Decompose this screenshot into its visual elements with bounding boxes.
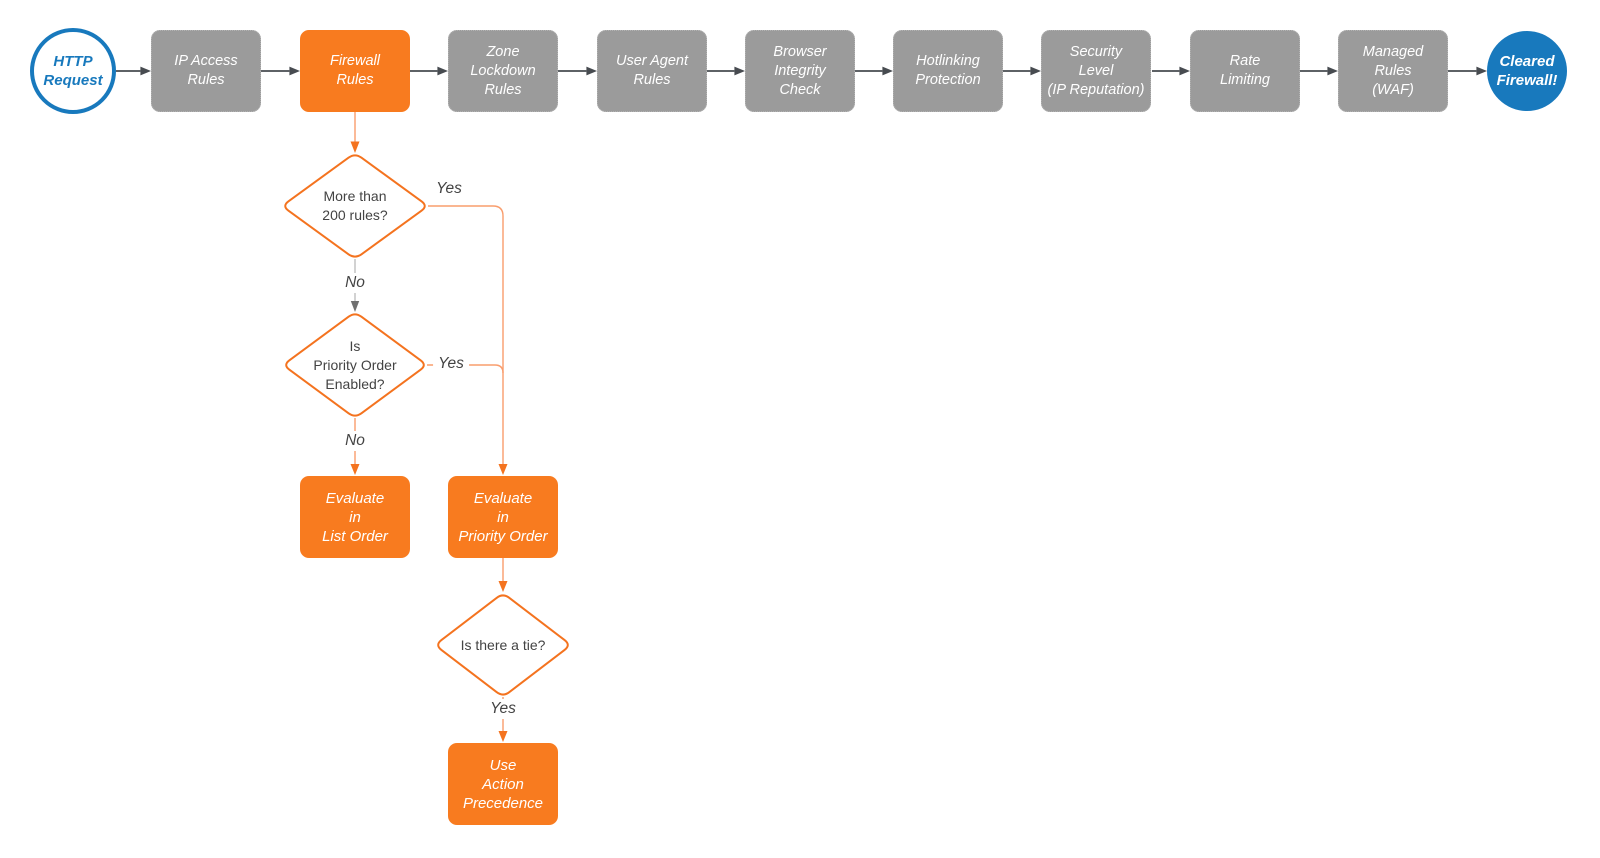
connector-decision2-yes bbox=[427, 364, 504, 374]
decision-shape-is-there-a-tie bbox=[437, 594, 569, 696]
arrowhead-icon bbox=[498, 464, 508, 475]
stage-hotlinking-protection: Hotlinking Protection bbox=[893, 30, 1003, 112]
arrowhead-icon bbox=[350, 464, 360, 475]
arrowhead-icon bbox=[1179, 66, 1190, 76]
start-node-http-request: HTTP Request bbox=[30, 28, 116, 114]
arrowhead-icon bbox=[498, 731, 508, 742]
action-evaluate-in-priority-order: Evaluate in Priority Order bbox=[448, 476, 558, 558]
arrowhead-icon bbox=[882, 66, 893, 76]
decision-shape-priority-order-enabled bbox=[285, 313, 425, 417]
connector-decision1-yes bbox=[428, 205, 504, 464]
arrowhead-icon bbox=[350, 141, 360, 153]
stage-security-level: Security Level (IP Reputation) bbox=[1041, 30, 1151, 112]
edge-label-no-decision1: No bbox=[340, 273, 370, 293]
arrowhead-icon bbox=[140, 66, 151, 76]
end-node-cleared-firewall: Cleared Firewall! bbox=[1487, 31, 1567, 111]
stage-zone-lockdown-rules: Zone Lockdown Rules bbox=[448, 30, 558, 112]
stage-rate-limiting: Rate Limiting bbox=[1190, 30, 1300, 112]
action-evaluate-in-list-order: Evaluate in List Order bbox=[300, 476, 410, 558]
arrowhead-icon bbox=[437, 66, 448, 76]
arrowhead-icon bbox=[1327, 66, 1338, 76]
stage-browser-integrity-check: Browser Integrity Check bbox=[745, 30, 855, 112]
decision-shape-more-than-200-rules bbox=[284, 154, 426, 258]
arrowhead-icon bbox=[498, 581, 508, 592]
stage-managed-rules-waf: Managed Rules (WAF) bbox=[1338, 30, 1448, 112]
edge-label-no-decision2: No bbox=[340, 431, 370, 451]
stage-firewall-rules: Firewall Rules bbox=[300, 30, 410, 112]
action-use-action-precedence: Use Action Precedence bbox=[448, 743, 558, 825]
stage-ip-access-rules: IP Access Rules bbox=[151, 30, 261, 112]
stage-user-agent-rules: User Agent Rules bbox=[597, 30, 707, 112]
edge-label-yes-decision2: Yes bbox=[433, 354, 469, 374]
edge-label-yes-decision3: Yes bbox=[485, 699, 521, 719]
decision-priority-order-enabled: Is Priority Order Enabled? bbox=[313, 337, 397, 392]
decision-more-than-200-rules: More than 200 rules? bbox=[322, 188, 388, 223]
arrowhead-icon bbox=[734, 66, 745, 76]
arrowhead-icon bbox=[586, 66, 597, 76]
decision-is-there-a-tie: Is there a tie? bbox=[460, 636, 546, 653]
arrowhead-icon bbox=[1476, 66, 1487, 76]
edge-label-yes-decision1: Yes bbox=[431, 179, 467, 199]
arrowhead-icon bbox=[289, 66, 300, 76]
arrowhead-icon bbox=[350, 301, 360, 312]
arrowhead-icon bbox=[1030, 66, 1041, 76]
